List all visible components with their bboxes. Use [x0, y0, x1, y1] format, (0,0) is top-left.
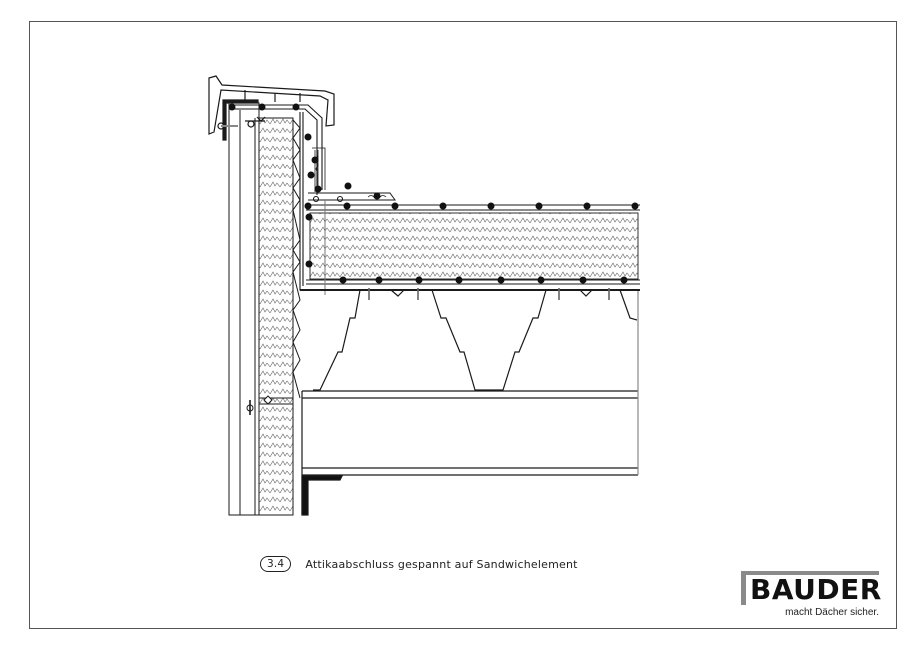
logo-accent-bar [741, 571, 879, 575]
steel-beam [301, 291, 639, 516]
logo-accent-bar-left [741, 571, 746, 605]
fastener-dots [228, 103, 639, 284]
drawing-frame [29, 21, 897, 629]
sandwich-wall [228, 102, 301, 516]
caption-number: 3.4 [260, 556, 292, 572]
caption-text: Attikaabschluss gespannt auf Sandwichele… [305, 557, 578, 571]
attic-coping [208, 75, 335, 141]
bauder-logo: BAUDER macht Dächer sicher. [741, 571, 881, 621]
trapezoidal-deck [300, 288, 640, 391]
logo-wordmark: BAUDER [750, 573, 882, 606]
logo-tagline: macht Dächer sicher. [785, 607, 879, 618]
roof-membrane-parapet [230, 104, 640, 295]
drawing-caption: 3.4 Attikaabschluss gespannt auf Sandwic… [260, 555, 578, 573]
